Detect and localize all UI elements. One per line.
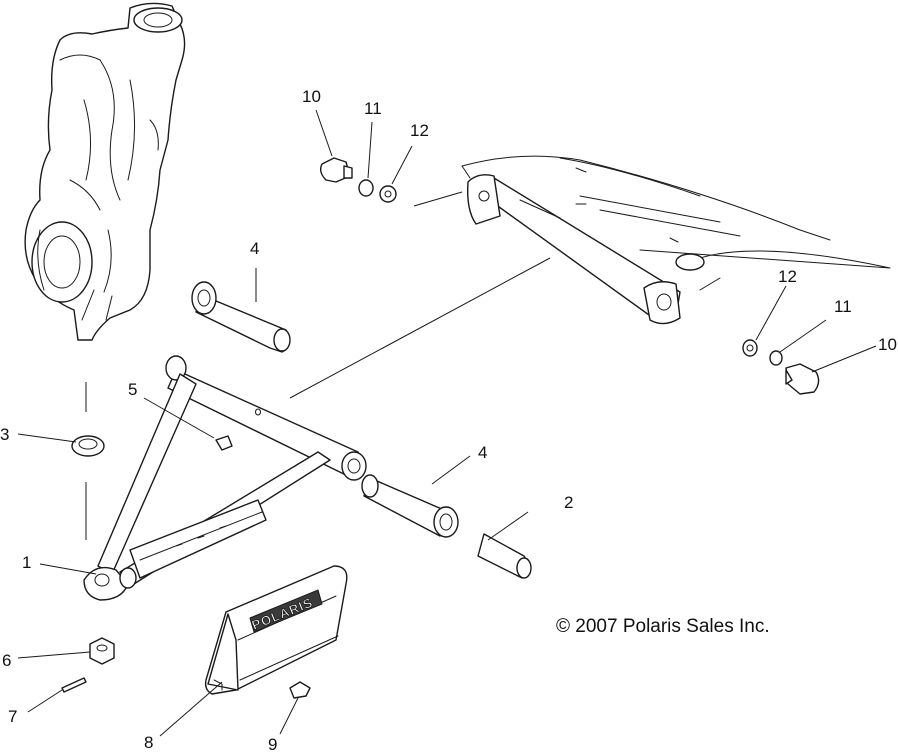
callout-10-upper: 10	[302, 87, 321, 106]
callout-1: 1	[22, 553, 31, 572]
ball-joint-collar	[71, 382, 105, 540]
lock-washer-lower	[769, 350, 783, 366]
washer-upper	[379, 185, 397, 203]
frame-mount	[461, 155, 891, 325]
a-arm-guard: POLARIS	[204, 565, 348, 695]
frame-bolt-lower	[785, 363, 820, 395]
frame-bolt-upper	[319, 157, 353, 183]
copyright-notice: © 2007 Polaris Sales Inc.	[556, 616, 770, 637]
callout-labels: 1 2 3 4 4 5 6 7 8 9 10 11 12 10 11 12	[0, 87, 897, 753]
callout-3: 3	[0, 425, 9, 444]
a-arm	[83, 355, 367, 601]
callout-2: 2	[564, 493, 573, 512]
leader-lines	[17, 109, 877, 737]
callout-4-lower: 4	[478, 443, 487, 462]
callout-8: 8	[144, 733, 153, 752]
pivot-tube	[477, 533, 532, 579]
pivot-bushing-lower	[361, 474, 459, 538]
callout-5: 5	[128, 380, 137, 399]
lock-washer-upper	[358, 179, 374, 197]
callout-10-lower: 10	[878, 335, 897, 354]
callout-7: 7	[8, 707, 17, 726]
callout-12-upper: 12	[410, 121, 429, 140]
callout-11-upper: 11	[364, 99, 382, 118]
guard-screw	[289, 681, 311, 699]
pivot-bushing-upper	[191, 281, 291, 353]
callout-6: 6	[2, 651, 11, 670]
cotter-pin	[61, 677, 87, 693]
callout-11-lower: 11	[834, 297, 852, 316]
washer-lower	[742, 339, 758, 357]
steering-knuckle	[24, 2, 186, 341]
callout-12-lower: 12	[778, 267, 797, 286]
callout-4-upper: 4	[250, 239, 259, 258]
callout-9: 9	[268, 735, 277, 753]
ball-joint-stud	[215, 435, 233, 451]
castle-nut	[89, 637, 115, 665]
